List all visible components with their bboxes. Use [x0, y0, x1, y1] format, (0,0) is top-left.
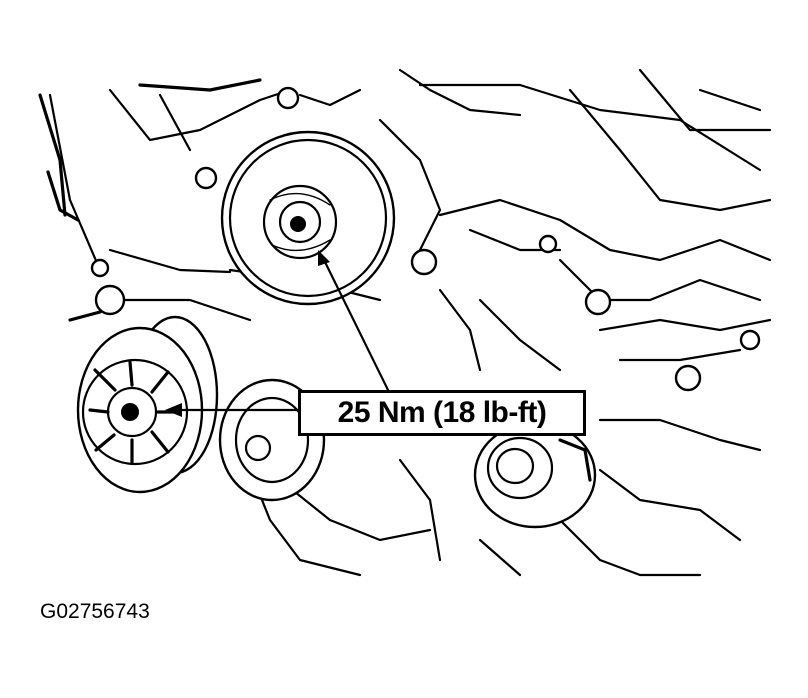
leader-lines [165, 250, 390, 417]
torque-spec-label: 25 Nm (18 lb-ft) [298, 390, 586, 436]
bolts [46, 86, 761, 392]
figure-id: G02756743 [40, 600, 150, 623]
crank-hub [473, 421, 597, 529]
engine-block-linework [38, 68, 772, 577]
tensioner-pulley [220, 130, 396, 306]
idler-pulley [76, 315, 219, 494]
